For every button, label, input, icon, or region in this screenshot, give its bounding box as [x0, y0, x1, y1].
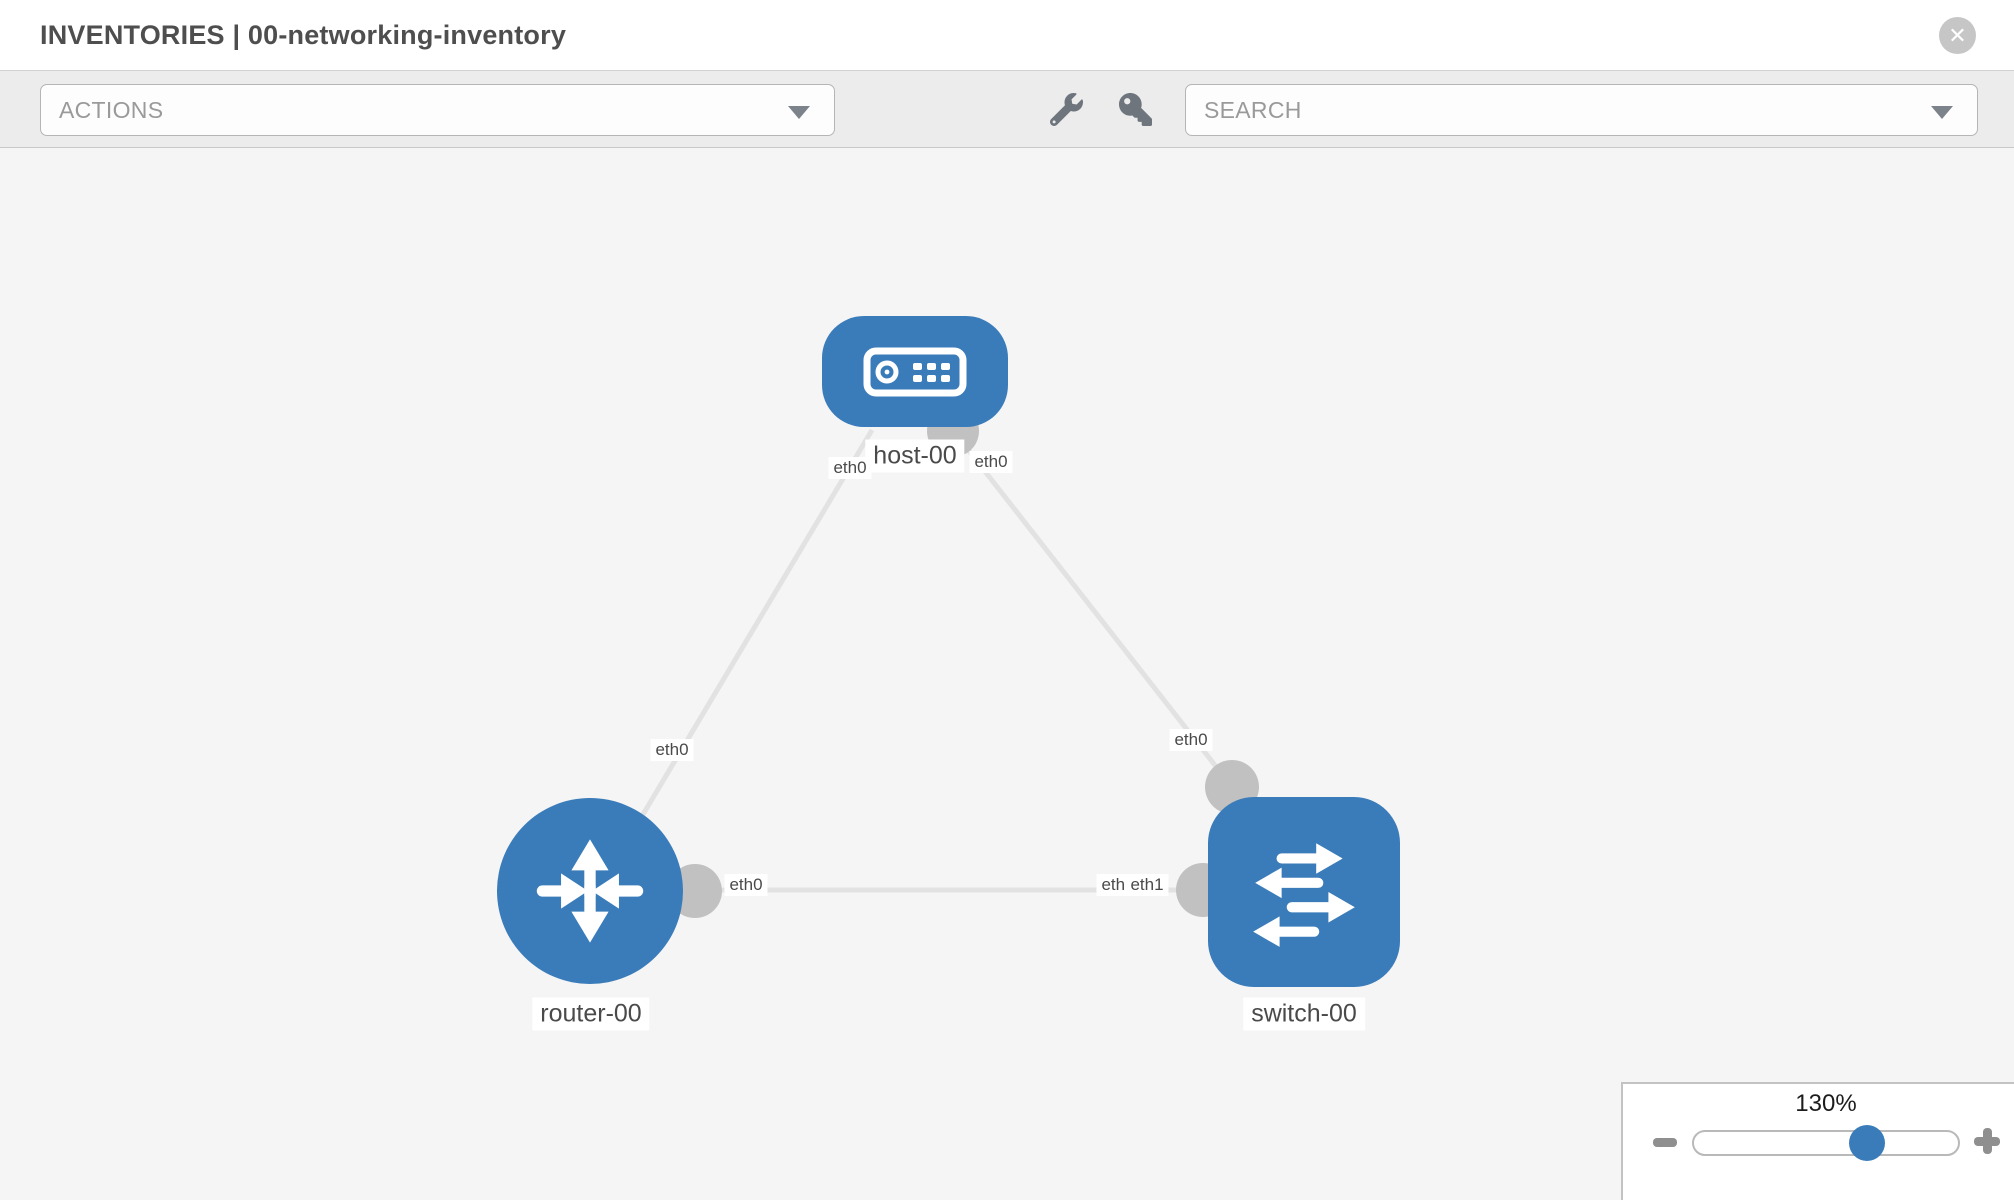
if-label-router-eth0-horiz: eth0: [724, 874, 768, 896]
page-title: INVENTORIES | 00-networking-inventory: [40, 20, 567, 50]
zoom-in-button[interactable]: [1974, 1128, 2000, 1154]
actions-dropdown[interactable]: ACTIONS: [40, 84, 835, 136]
node-switch-00[interactable]: [1208, 797, 1400, 987]
switch-icon: [1253, 843, 1355, 947]
key-icon[interactable]: [1119, 93, 1152, 126]
node-host-00[interactable]: [822, 316, 1008, 427]
toolbar: ACTIONS SEARCH: [0, 71, 2014, 148]
actions-dropdown-label: ACTIONS: [59, 96, 164, 123]
close-icon[interactable]: ✕: [1939, 17, 1976, 54]
zoom-slider-thumb[interactable]: [1849, 1125, 1885, 1161]
search-placeholder: SEARCH: [1204, 96, 1302, 123]
if-label-switch-eth0-top: eth0: [1169, 729, 1213, 751]
if-label-router-eth0-diag: eth0: [650, 739, 694, 761]
if-label-switch-eth1: eth1: [1125, 874, 1169, 896]
node-label-host: host-00: [865, 439, 965, 473]
zoom-out-button[interactable]: [1653, 1138, 1677, 1147]
node-label-switch: switch-00: [1243, 997, 1365, 1031]
router-icon: [536, 839, 644, 943]
chevron-down-icon: [788, 106, 810, 119]
topology-links-layer: [595, 405, 1259, 918]
chevron-down-icon: [1931, 106, 1953, 119]
node-label-router: router-00: [532, 997, 650, 1031]
host-icon: [863, 347, 967, 396]
if-label-host-eth0-right: eth0: [969, 451, 1013, 473]
search-input[interactable]: SEARCH: [1185, 84, 1978, 136]
wrench-icon[interactable]: [1049, 93, 1083, 127]
page-header: INVENTORIES | 00-networking-inventory ✕: [0, 0, 2014, 71]
topology-canvas[interactable]: host-00 router-00 switch-00 eth0 eth0 et…: [0, 148, 2014, 1200]
node-router-00[interactable]: [497, 798, 683, 984]
if-label-host-eth0-left: eth0: [828, 457, 872, 479]
zoom-slider[interactable]: [1692, 1125, 1960, 1161]
link-host-router: [595, 428, 875, 892]
link-host-switch: [949, 426, 1234, 789]
zoom-percentage: 130%: [1795, 1090, 1857, 1117]
zoom-control-panel: 130%: [1621, 1082, 2014, 1200]
